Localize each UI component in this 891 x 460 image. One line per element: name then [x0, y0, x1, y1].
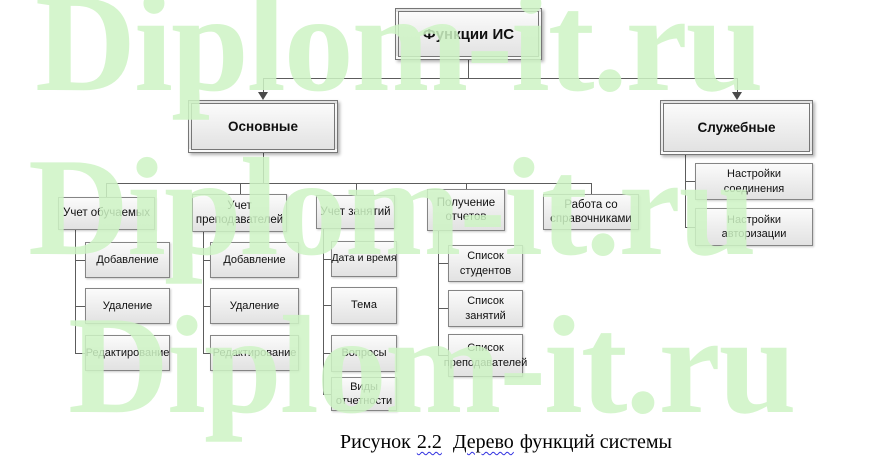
node-topic: Тема [331, 287, 397, 324]
node-label: Функции ИС [422, 25, 515, 43]
node-connection-settings: Настройки соединения [695, 163, 813, 200]
node-label: Список преподавателей [443, 342, 528, 369]
node-label: Основные [228, 119, 298, 134]
node-add-1: Добавление [85, 242, 170, 278]
connector [203, 353, 210, 354]
connector [203, 306, 210, 307]
node-label: Виды отчетности [335, 380, 393, 407]
connector [203, 232, 204, 353]
caption-word: Дерево [452, 431, 514, 453]
node-label: Тема [351, 299, 377, 312]
connector [240, 183, 241, 195]
connector [323, 229, 324, 394]
node-edit-1: Редактирование [85, 335, 170, 371]
node-label: Работа со справочниками [550, 198, 632, 225]
node-label: Редактирование [85, 346, 170, 359]
node-label: Список студентов [459, 250, 512, 277]
node-lessons-accounting: Учет занятий [316, 195, 395, 229]
connector [323, 353, 331, 354]
node-label: Учет преподавателей [195, 199, 284, 226]
node-report-types: Виды отчетности [331, 377, 397, 411]
connector [75, 306, 85, 307]
node-reports: Получение отчетов [427, 189, 505, 231]
node-delete-2: Удаление [210, 288, 299, 324]
connector [106, 183, 107, 198]
node-teachers-accounting: Учет преподавателей [192, 194, 287, 232]
caption-word: Рисунок [340, 431, 411, 453]
node-label: Настройки соединения [723, 168, 785, 195]
node-students-accounting: Учет обучаемых [58, 197, 155, 230]
node-label: Удаление [102, 299, 153, 312]
connector [737, 78, 738, 93]
node-student-list: Список студентов [448, 245, 523, 282]
connector [263, 78, 264, 93]
node-label: Редактирование [212, 346, 297, 359]
node-label: Получение отчетов [436, 196, 496, 223]
connector [591, 183, 592, 195]
arrow-down-icon [732, 92, 742, 100]
connector [438, 263, 448, 264]
node-authorization-settings: Настройки авторизации [695, 208, 813, 246]
node-label: Учет обучаемых [63, 207, 150, 220]
connector [685, 155, 686, 227]
connector [468, 60, 469, 79]
node-label: Учет занятий [320, 205, 391, 218]
connector [323, 259, 331, 260]
node-label: Служебные [697, 120, 776, 135]
arrow-down-icon [258, 92, 268, 100]
connector [203, 260, 210, 261]
connector [263, 153, 264, 184]
connector [263, 78, 738, 79]
connector [106, 183, 592, 184]
node-edit-2: Редактирование [210, 335, 299, 371]
node-lesson-list: Список занятий [448, 290, 523, 327]
node-label: Добавление [96, 253, 159, 266]
node-teacher-list: Список преподавателей [444, 334, 527, 377]
node-questions: Вопросы [331, 335, 397, 372]
connector [685, 181, 695, 182]
connector [685, 227, 695, 228]
node-directories: Работа со справочниками [543, 194, 639, 230]
caption-word: функций системы [519, 431, 672, 453]
connector [466, 183, 467, 190]
node-label: Дата и время [331, 252, 397, 265]
node-label: Добавление [223, 253, 286, 266]
connector [438, 355, 448, 356]
node-date-time: Дата и время [331, 241, 397, 277]
node-label: Удаление [229, 299, 280, 312]
connector [438, 308, 448, 309]
node-service-functions: Служебные [660, 100, 813, 155]
caption-number: 2.2 [416, 431, 442, 453]
connector [323, 394, 331, 395]
connector [75, 353, 85, 354]
node-delete-1: Удаление [85, 288, 170, 324]
node-label: Список занятий [465, 295, 506, 322]
connector [75, 260, 85, 261]
node-root-functions: Функции ИС [395, 8, 542, 60]
connector [356, 183, 357, 196]
watermark-text: Diplom-it.ru [68, 288, 797, 443]
connector [438, 231, 439, 355]
node-label: Настройки авторизации [721, 213, 787, 240]
node-label: Вопросы [341, 347, 387, 360]
node-add-2: Добавление [210, 242, 299, 278]
connector [323, 305, 331, 306]
connector [75, 230, 76, 353]
node-main-functions: Основные [188, 100, 338, 153]
